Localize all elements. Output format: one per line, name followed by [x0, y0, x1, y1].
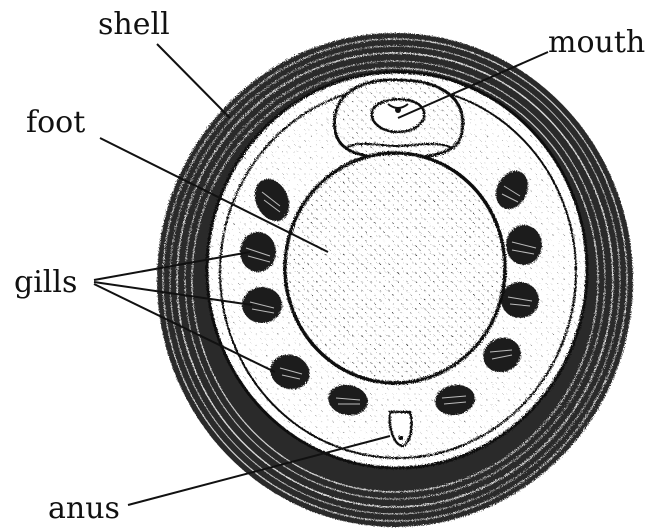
- shell-leader-line: [157, 44, 230, 118]
- head: [334, 80, 462, 158]
- shell-label: shell: [98, 7, 170, 42]
- anus-label: anus: [48, 491, 120, 526]
- mouth-label: mouth: [548, 25, 645, 60]
- gills-label: gills: [14, 265, 77, 300]
- foot: [285, 153, 505, 383]
- foot-label: foot: [26, 105, 85, 140]
